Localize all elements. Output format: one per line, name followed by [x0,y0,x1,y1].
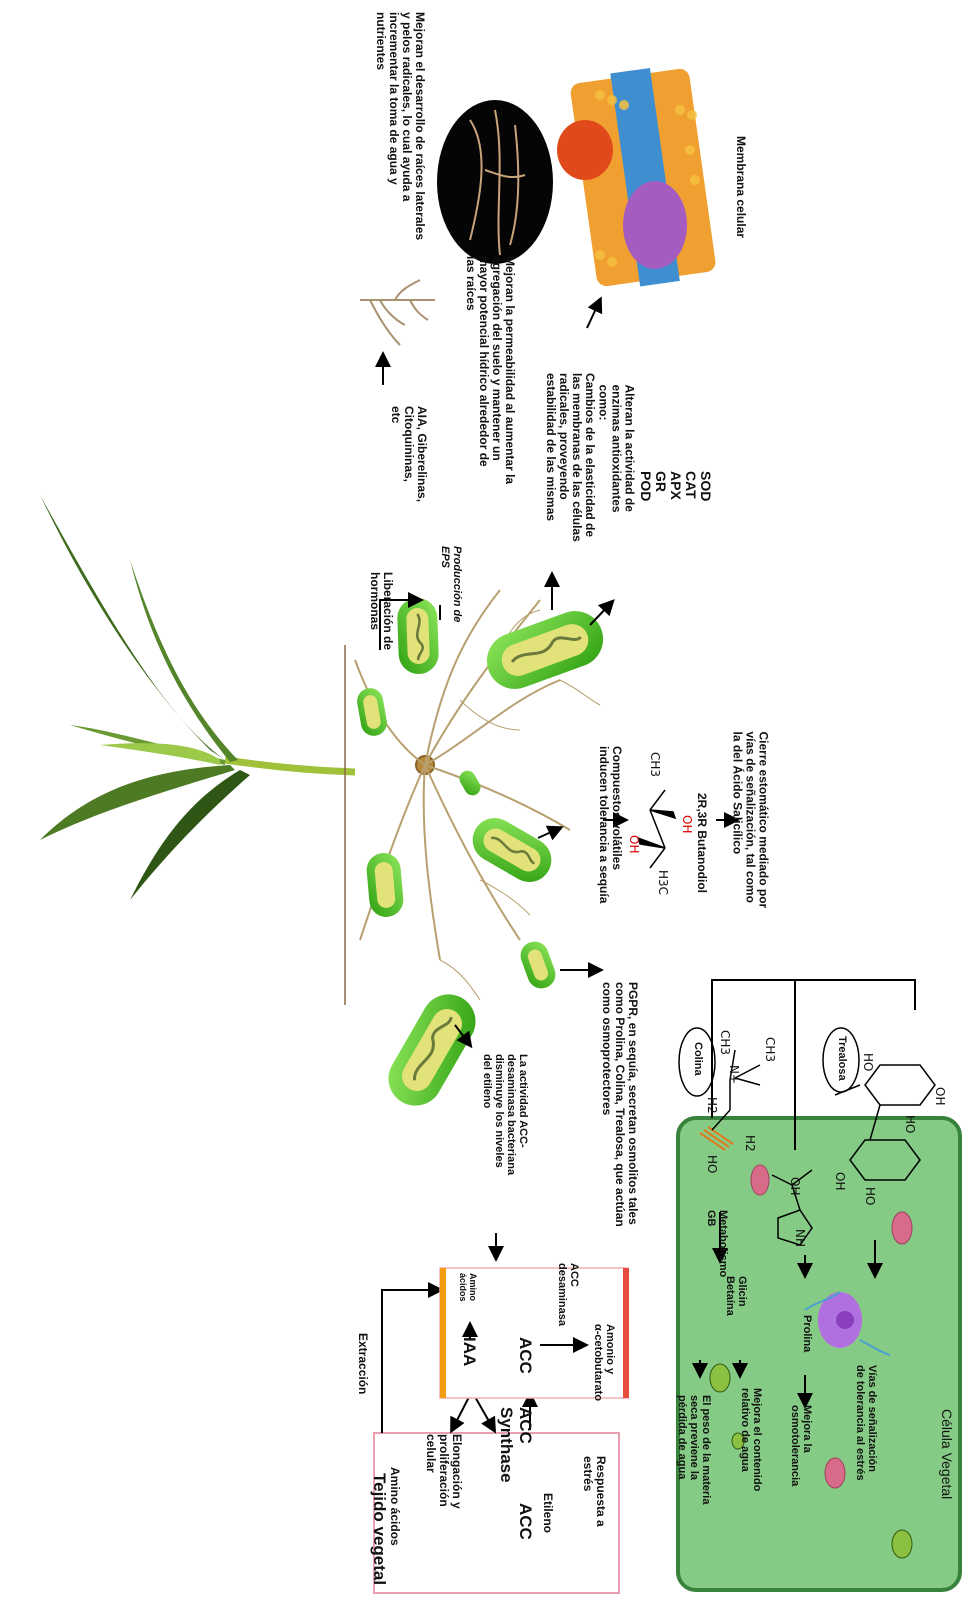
chem-oh-t2: OH [833,1172,847,1192]
bacterium-icon [465,810,560,890]
vias-senalizacion-text: Vías de señalización de tolerancia al es… [852,1365,878,1495]
amonio-label: Amonio y α-cetobutarato [590,1324,616,1414]
mejoran-raices-text: Mejoran el desarrollo de raíces laterale… [370,12,426,262]
chem-ch3-b: CH3 [763,1037,777,1067]
chem-h3c: H3C [656,870,670,900]
mejora-osmotolerancia-text: Mejora la osmotolerancia [787,1405,813,1495]
small-root-drawing [360,280,435,345]
liberacion-hormonas-label: Liberación de hormonas [366,572,394,652]
etileno-label: Etileno [540,1493,554,1553]
chem-oh-prolina: OH [788,1177,802,1197]
bacterium-icon [379,985,486,1116]
celula-vegetal-title: Célula Vegetal [937,1409,955,1529]
acc-mid-label: ACC [515,1337,535,1387]
amino-acidos-label: Amino ácidos [387,1467,401,1547]
chem-oh-1: OH [680,815,694,839]
metabolismo-gb-label: Metabolismo GB [703,1210,729,1270]
root-photo-icon [437,100,553,264]
colina-label: Colina [690,1042,704,1082]
pgpr-text: PGPR, en sequía, secretan osmolitos tale… [597,982,639,1232]
produccion-eps-label: Producción de EPS [437,546,463,626]
amino-acidos-box-label: Amino ácidos [452,1273,478,1323]
chem-ho-colina: HO [705,1155,719,1179]
mejoran-permeabilidad-text: Mejoran la permeabilidad al aumentar la … [460,256,516,506]
chem-h2-b: H2 [743,1135,757,1159]
enzimas-list: SOD CAT APX GR POD [637,471,713,541]
tejido-vegetal-title: Tejido vegetal [369,1473,389,1603]
membrane-icon [557,68,717,288]
cambios-elasticidad-text: Cambios de la elasticidad de las membran… [540,373,596,553]
acc-synthase-label: ACC Synthase [495,1407,535,1497]
trealosa-label: Trealosa [834,1036,848,1084]
acc-left-label: ACC [515,1503,535,1553]
bacterium-icon [457,768,484,799]
cierre-estomatico-text: Cierre estomático mediado por vías de se… [728,732,770,927]
elongacion-label: Elongación y proliferación celular [421,1434,463,1534]
prolina-label: Prolina [799,1315,813,1375]
chem-oh-t1: OH [933,1087,947,1107]
plant-cell [678,1118,960,1590]
respuesta-estres-label: Respuesta a estrés [579,1456,607,1536]
chem-nh-prolina: NH [793,1229,807,1249]
acc-desaminasa-label: ACC desaminasa [554,1263,580,1343]
chem-ho-t2: HO [903,1115,917,1135]
plant-icon [40,495,355,900]
iaa-label: IAA [459,1337,479,1387]
chem-ch3: CH3 [648,752,662,782]
bacterium-icon [355,686,389,738]
butanediol-structure [638,790,675,868]
chem-oh-2: OH [627,835,641,859]
compuestos-volatiles-text: Compuestos volátiles inducen tolerancia … [595,746,623,916]
chem-ho-t3: HO [863,1187,877,1207]
glicin-betaina-label: Glicin Betaína [722,1276,748,1326]
aia-giberelinas-label: AIA, Giberelinas, Citoquininas, etc [386,406,428,516]
chem-ch3-a: CH3 [718,1030,732,1060]
chem-h2-a: H2 [705,1097,719,1121]
extraccion-label: Extracción [355,1333,369,1403]
bacterium-icon [397,597,440,674]
membrana-celular-label: Membrana celular [731,136,747,246]
mejora-contenido-text: Mejora el contenido relativo de agua [737,1388,763,1498]
alteran-actividad-text: Alteran la actividad de enzimas antioxid… [608,385,636,540]
bacterium-icon [517,938,560,993]
acc-actividad-text: La actividad ACC- desaminasa bacteriana … [479,1054,529,1204]
chem-ho-t1: HO [861,1053,875,1073]
butanodiol-label: 2R,3R Butanodiol [692,793,708,893]
chem-nplus: N+ [727,1065,741,1089]
bacterium-icon [479,603,611,697]
peso-materia-text: El peso de la materia seca previene la p… [674,1395,712,1505]
